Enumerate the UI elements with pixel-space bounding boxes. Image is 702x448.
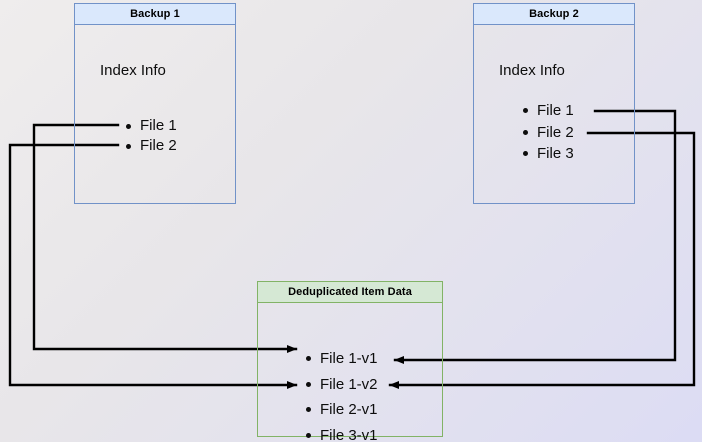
list-item[interactable]: File 1 (125, 116, 177, 136)
list-item[interactable]: File 1 (522, 100, 574, 122)
node-backup-1-title: Backup 1 (75, 4, 235, 25)
node-backup-2[interactable]: Backup 2 Index Info File 1 File 2 File 3 (473, 3, 635, 204)
list-item[interactable]: File 2 (522, 122, 574, 144)
dedup-file-list: File 1-v1 File 1-v2 File 2-v1 File 3-v1 (305, 346, 378, 448)
backup-2-index-info-label: Index Info (499, 62, 565, 79)
backup-1-file-list: File 1 File 2 (125, 116, 177, 156)
node-deduplicated-item-data[interactable]: Deduplicated Item Data File 1-v1 File 1-… (257, 281, 443, 437)
backup-2-file-list: File 1 File 2 File 3 (522, 100, 574, 165)
node-deduplicated-item-data-body: File 1-v1 File 1-v2 File 2-v1 File 3-v1 (258, 303, 442, 436)
list-item[interactable]: File 1-v2 (305, 372, 378, 398)
list-item[interactable]: File 3-v1 (305, 423, 378, 448)
list-item[interactable]: File 2-v1 (305, 397, 378, 423)
list-item[interactable]: File 3 (522, 143, 574, 165)
list-item[interactable]: File 2 (125, 136, 177, 156)
node-backup-1-body: Index Info File 1 File 2 (75, 25, 235, 203)
node-backup-2-title: Backup 2 (474, 4, 634, 25)
node-deduplicated-item-data-title: Deduplicated Item Data (258, 282, 442, 303)
list-item[interactable]: File 1-v1 (305, 346, 378, 372)
backup-1-index-info-label: Index Info (100, 62, 166, 79)
node-backup-2-body: Index Info File 1 File 2 File 3 (474, 25, 634, 203)
node-backup-1[interactable]: Backup 1 Index Info File 1 File 2 (74, 3, 236, 204)
